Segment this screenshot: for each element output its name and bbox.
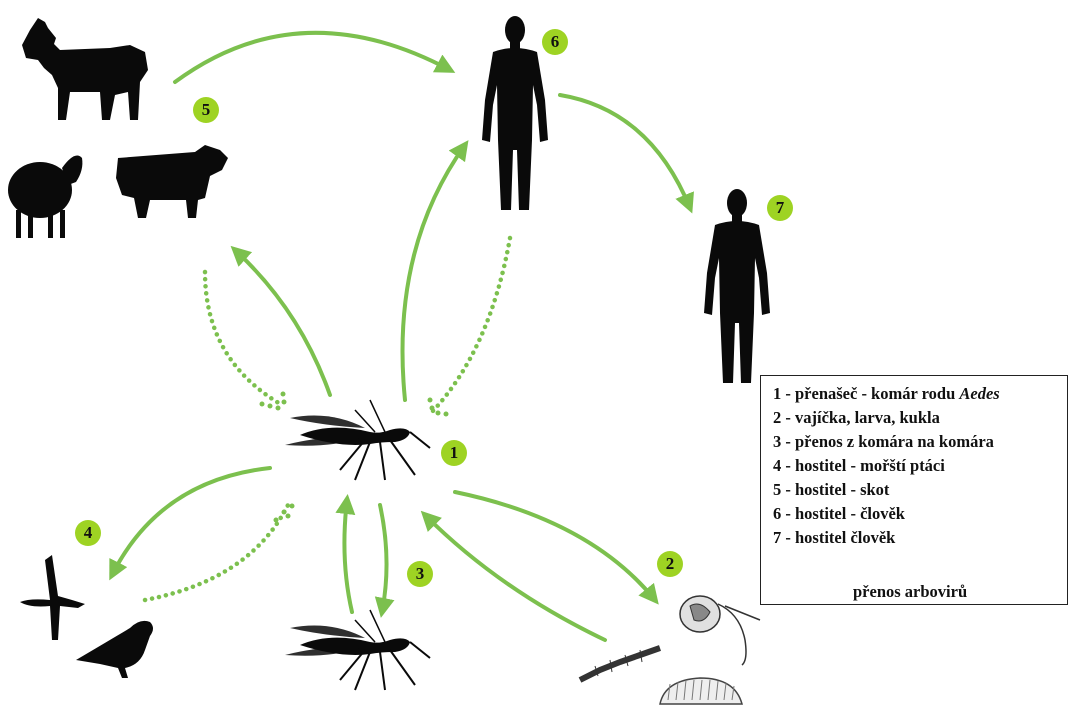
- legend-item-5: 5 - hostitel - skot: [773, 478, 1067, 502]
- albatross-icon: [20, 555, 85, 640]
- larva-icon: [580, 648, 660, 680]
- arrow-1-to-4: [112, 468, 270, 575]
- transmission-arrows: [112, 33, 690, 640]
- sheep-icon: [8, 156, 82, 238]
- arrow-1-to-5: [235, 250, 330, 395]
- arrow-1-to-3: [380, 505, 387, 612]
- badge-4: 4: [75, 520, 101, 546]
- badge-5: 5: [193, 97, 219, 123]
- arrow-1-to-6: [403, 145, 466, 400]
- badge-1: 1: [441, 440, 467, 466]
- legend-item-1: 1 - přenašeč - komár rodu Aedes: [773, 382, 1067, 406]
- legend-arrow-label: přenos arbovirů: [853, 580, 967, 604]
- dotted-6-to-1: [432, 238, 510, 412]
- legend-item-6: 6 - hostitel - člověk: [773, 502, 1067, 526]
- goat-icon: [22, 18, 148, 120]
- pupa-icon: [660, 678, 742, 704]
- badge-7: 7: [767, 195, 793, 221]
- dotted-4-to-1: [145, 505, 288, 600]
- egg-icon: [680, 596, 760, 665]
- legend-box: 1 - přenašeč - komár rodu Aedes 2 - vají…: [760, 375, 1068, 605]
- mosquito-icon: [285, 400, 430, 480]
- arrow-6-to-7: [560, 95, 690, 208]
- badge-6: 6: [542, 29, 568, 55]
- human-icon: [704, 189, 770, 383]
- legend-item-2: 2 - vajíčka, larva, kukla: [773, 406, 1067, 430]
- arrow-3-to-1: [344, 500, 352, 612]
- gull-icon: [76, 621, 153, 678]
- legend-item-3: 3 - přenos z komára na komára: [773, 430, 1067, 454]
- legend-item-4: 4 - hostitel - mořští ptáci: [773, 454, 1067, 478]
- badge-2: 2: [657, 551, 683, 577]
- cow-icon: [116, 145, 228, 218]
- human-icon: [482, 16, 548, 210]
- dotted-5-to-1: [205, 272, 282, 405]
- mosquito-icon: [285, 610, 430, 690]
- dotted-arrow-heads: [260, 392, 449, 523]
- legend-item-7: 7 - hostitel člověk: [773, 526, 1067, 550]
- arrow-1-to-2: [455, 492, 655, 600]
- badge-3: 3: [407, 561, 433, 587]
- arrow-5-to-6: [175, 33, 450, 82]
